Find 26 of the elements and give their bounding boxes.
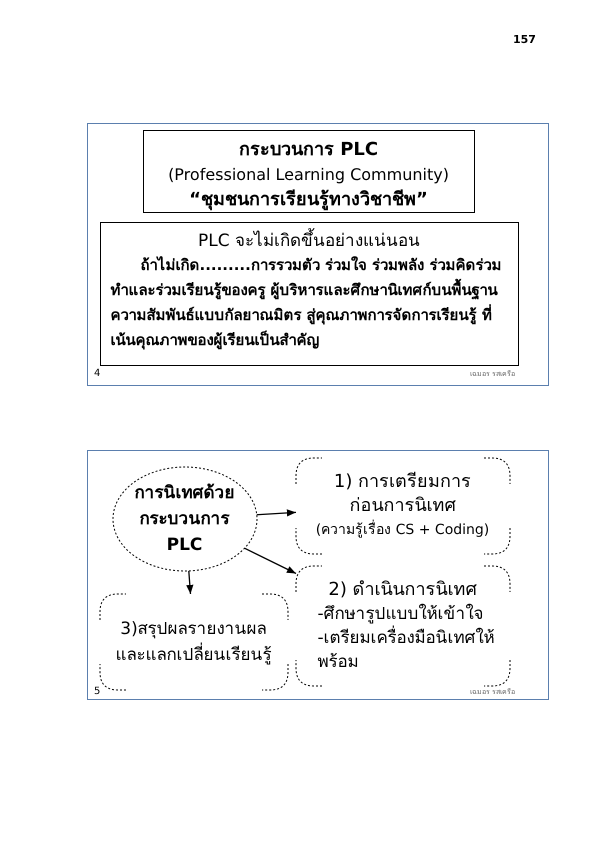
node-text: (ความรู้เรื่อง CS + Coding) [314, 518, 490, 540]
slide-number: 4 [94, 368, 100, 379]
slide-number: 5 [94, 686, 100, 697]
heading: 3)สรุปผลรายงานผลและแลกเปลี่ยนเรียนรู้ [114, 618, 272, 666]
subtitle: (Professional Learning Community) [167, 164, 450, 186]
text-box [100, 222, 518, 366]
paragraph: ถ้าไม่เกิด.........การรวมตัว ร่วมใจ ร่วมพลัง ร่วมคิดร่วมทำและร่วมเรียนรู้ของครู ผู้บริหารและศึกษานิเทศก์บนพื้นฐานความสัมพันธ์แบบกัลยาณมิตร สู่คุณภาพการจัดการเรียนรู้ ที่เน้นคุณภาพของผู้เรียนเป็นสำคัญ [110, 254, 502, 352]
arrow [256, 509, 296, 517]
arrow [186, 570, 194, 594]
page-number: 157 [513, 33, 536, 46]
node-text: -เตรียมเครื่องมือนิเทศให้พร้อม [316, 626, 496, 674]
node-text: -ศึกษารูปแบบให้เข้าใจ [316, 602, 485, 626]
heading: 2) ดำเนินการนิเทศ [327, 578, 478, 602]
dashed-ellipse [112, 466, 256, 570]
slide-frame [87, 123, 549, 386]
title: “ชุมชนการเรียนรู้ทางวิชาชีพ” [188, 188, 429, 212]
rounded-box [296, 566, 510, 686]
rounded-box [296, 458, 510, 554]
rounded-box [100, 594, 288, 690]
node-text: การนิเทศด้วยกระบวนการ PLC [134, 482, 236, 556]
heading: PLC จะไม่เกิดขึ้นอย่างแน่นอน [110, 228, 508, 252]
title-box [142, 130, 474, 212]
arrow [244, 548, 296, 574]
slide-frame [87, 450, 549, 700]
heading: 1) การเตรียมการก่อนการนิเทศ [332, 470, 472, 518]
title: กระบวนการ PLC [238, 138, 380, 162]
